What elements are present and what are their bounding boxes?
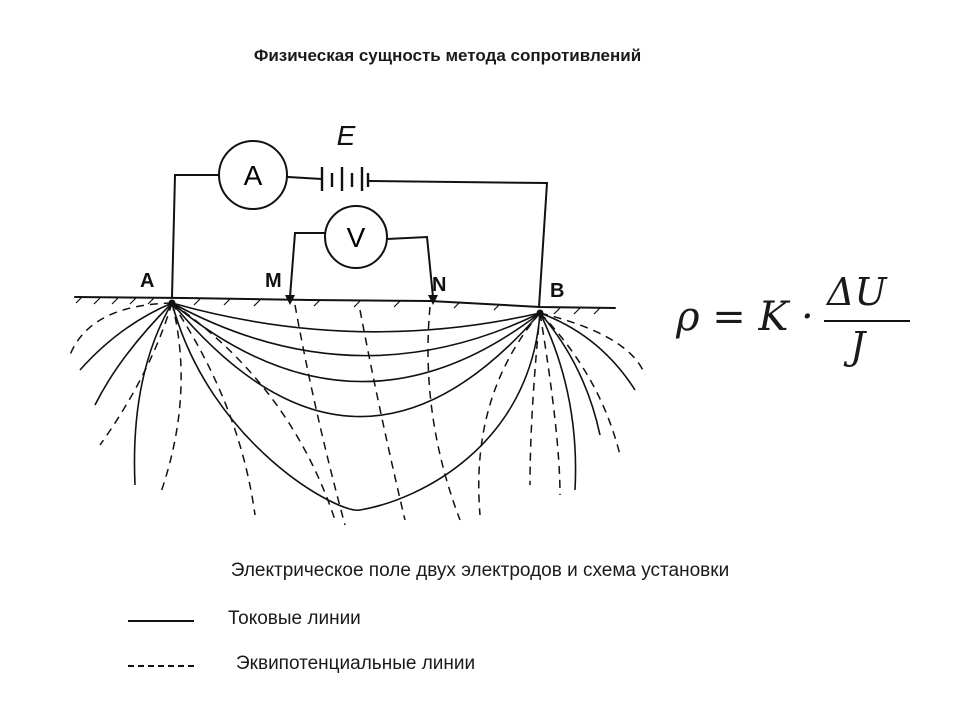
legend-current-lines: Токовые линии <box>0 606 600 636</box>
formula-numerator: ΔU <box>827 270 887 314</box>
ammeter: A <box>218 140 288 210</box>
circuit-wire-vn <box>386 235 434 298</box>
equipotential-lines <box>69 302 646 526</box>
legend-current-label: Токовые линии <box>228 608 361 629</box>
formula-denominator: J <box>850 324 866 368</box>
circuit-wire-battery-b <box>367 180 549 308</box>
probe-n-arrow <box>428 295 438 305</box>
slide-title: Физическая сущность метода сопротивлений <box>253 46 642 65</box>
current-lines <box>79 302 636 511</box>
electrode-a <box>168 299 176 307</box>
electrode-n-label: N <box>432 274 446 296</box>
ammeter-label: A <box>244 160 263 191</box>
probe-m-arrow <box>285 295 295 305</box>
legend-dashed-line-icon <box>128 665 194 667</box>
battery-label: E <box>337 120 356 151</box>
diagram-caption: Электрическое поле двух электродов и схе… <box>230 560 730 581</box>
electrode-b <box>536 309 544 317</box>
electrode-a-label: A <box>140 270 154 292</box>
formula-fraction-bar <box>824 320 910 322</box>
circuit-wire-main <box>171 174 221 298</box>
voltmeter: V <box>324 205 388 269</box>
voltmeter-label: V <box>347 222 366 253</box>
ground-hatching <box>75 296 601 315</box>
electrode-b-label: B <box>550 280 564 302</box>
resistivity-formula: ρ = K · ΔU J <box>672 270 922 370</box>
battery: E <box>320 120 370 191</box>
electrode-m-label: M <box>265 270 282 292</box>
legend-solid-line-icon <box>128 620 194 622</box>
legend-equipotential-lines: Эквипотенциальные линии <box>0 651 600 681</box>
formula-lhs: ρ = K · <box>676 294 814 340</box>
circuit-wire-ammeter-battery <box>287 176 323 180</box>
legend-equipotential-label: Эквипотенциальные линии <box>236 653 476 674</box>
electric-field-diagram: A E V A M N B <box>69 120 646 526</box>
ground-surface <box>74 296 616 309</box>
circuit-wire-mv <box>289 232 326 298</box>
